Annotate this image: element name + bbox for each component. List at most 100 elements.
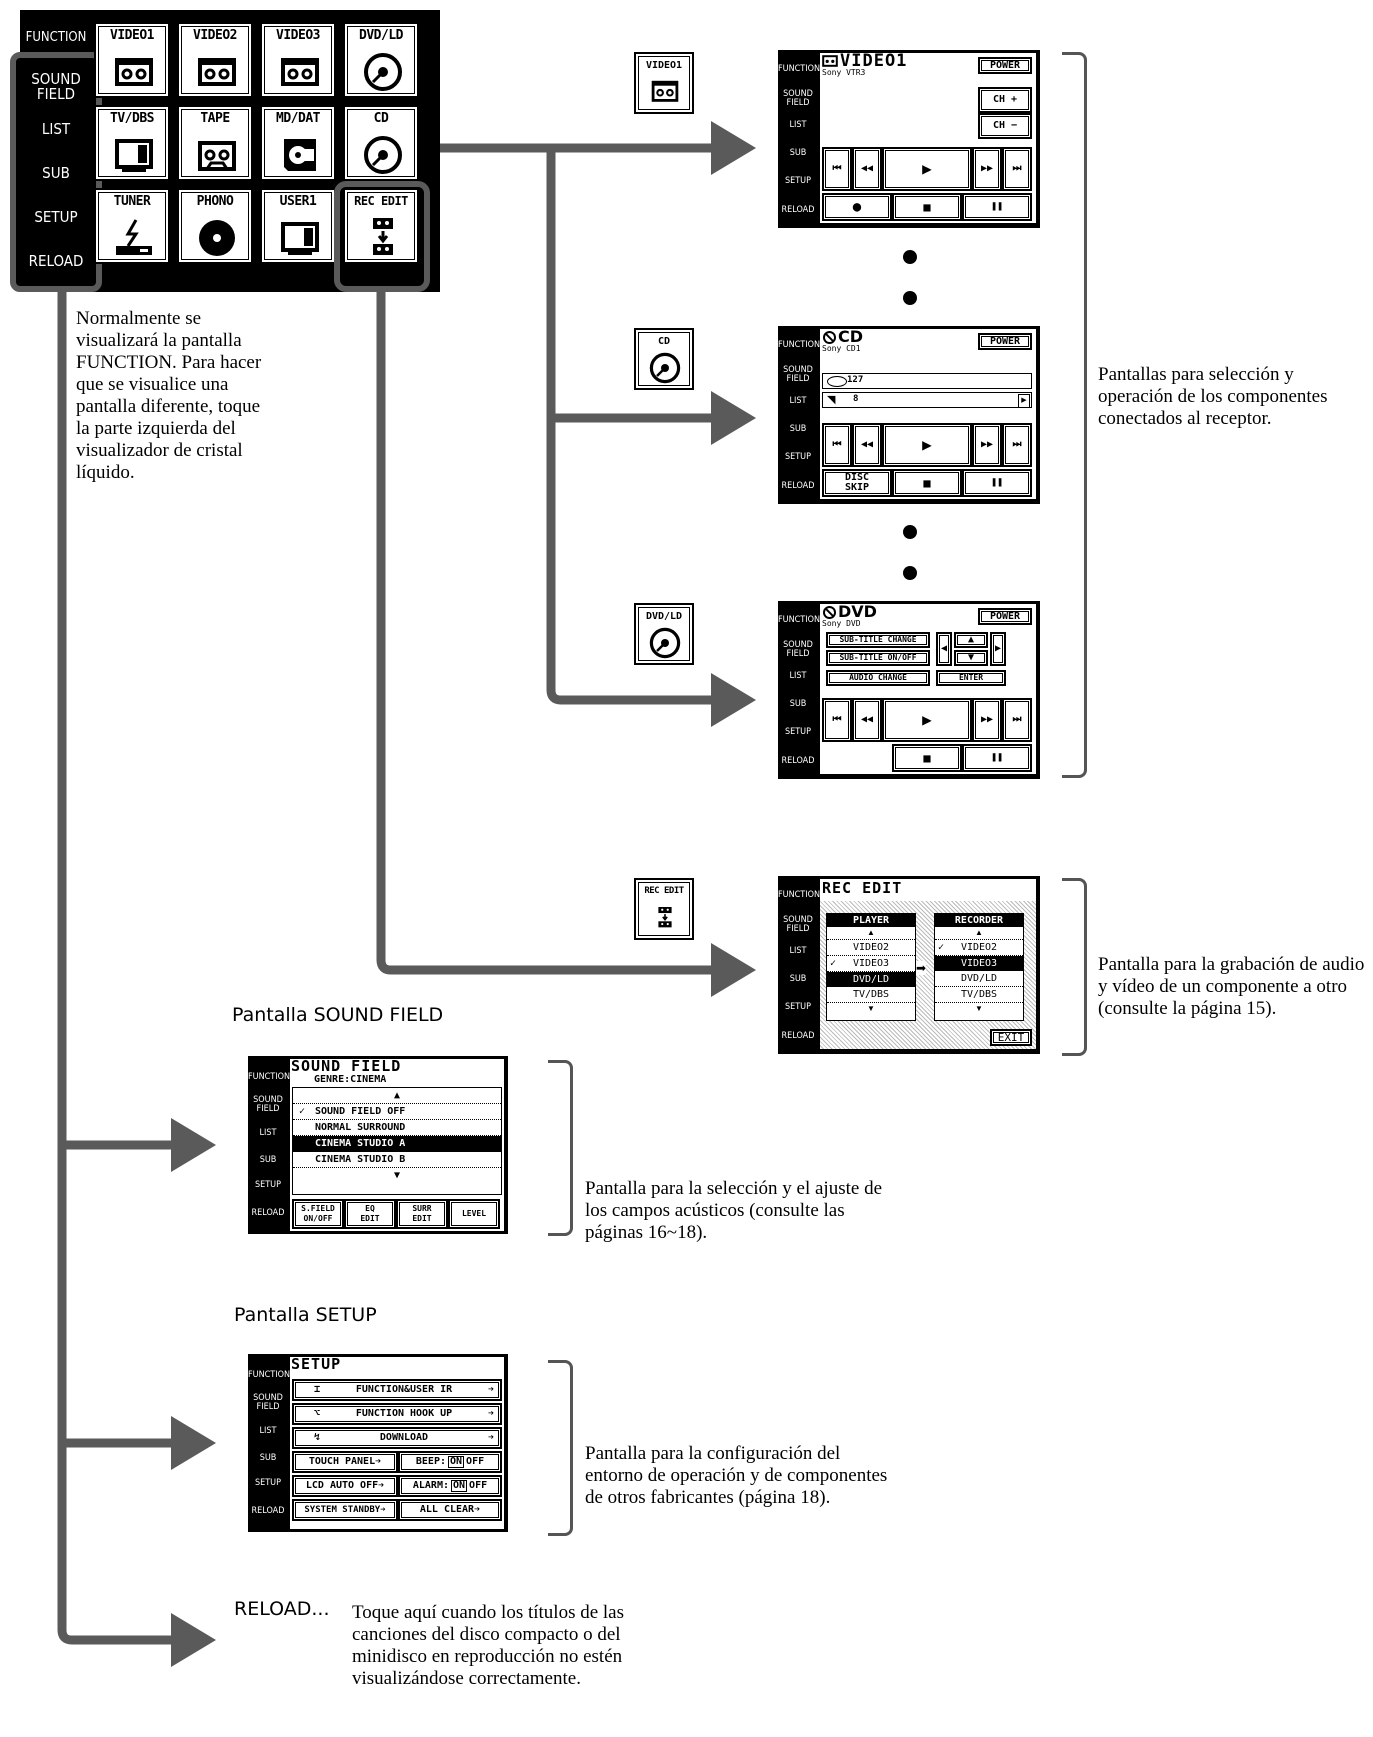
left-arrow-button[interactable]: ◀ [936,632,952,666]
alarm-on-option[interactable]: ON [451,1480,468,1492]
touch-panel-button[interactable]: TOUCH PANEL➔ [292,1451,398,1473]
lcd-side-sound-field[interactable]: SOUND FIELD [783,915,813,934]
ch-down-button[interactable]: CH − [978,113,1032,139]
lcd-side-reload[interactable]: RELOAD [781,481,815,491]
rewind-button[interactable]: ◀◀ [852,147,882,191]
recorder-scroll-down-icon[interactable]: ▼ [975,1004,983,1013]
lcd-side-reload[interactable]: RELOAD [251,1208,285,1218]
eq-edit-button[interactable]: EQ EDIT [344,1199,396,1229]
power-button[interactable]: POWER [978,57,1032,74]
play-button[interactable]: ▶ [882,147,972,191]
tile-phono[interactable]: PHONO [177,188,253,264]
lcd-side-reload[interactable]: RELOAD [781,1031,815,1041]
stop-button[interactable]: ■ [892,193,962,221]
tile-video1[interactable]: VIDEO1 [94,22,170,98]
lcd-side-function[interactable]: FUNCTION [778,340,821,350]
next-track-button[interactable]: ⏭ [1002,147,1032,191]
audio-change-button[interactable]: AUDIO CHANGE [826,670,930,686]
lcd-side-sub[interactable]: SUB [789,699,807,709]
prev-track-button[interactable]: ⏮ [822,423,852,467]
lcd-side-sound-field[interactable]: SOUND FIELD [783,365,813,384]
lcd-side-list[interactable]: LIST [259,1426,277,1436]
player-scroll-up-icon[interactable]: ▲ [827,927,915,940]
stop-button[interactable]: ■ [892,744,962,772]
fast-forward-button[interactable]: ▶▶ [972,698,1002,742]
ch-up-button[interactable]: CH + [978,87,1032,113]
lcd-side-list[interactable]: LIST [789,396,807,406]
lcd-side-sub[interactable]: SUB [259,1453,277,1463]
exit-button[interactable]: EXIT [990,1029,1032,1046]
prev-track-button[interactable]: ⏮ [822,698,852,742]
tile-user1[interactable]: USER1 [260,188,336,264]
up-arrow-button[interactable]: ▲ [954,632,988,648]
lcd-side-sound-field[interactable]: SOUND FIELD [783,89,813,108]
lcd-side-sub[interactable]: SUB [789,148,807,158]
lcd-side-sub[interactable]: SUB [789,424,807,434]
play-button[interactable]: ▶ [882,698,972,742]
side-menu-list[interactable]: LIST [41,120,71,138]
recorder-item-video2[interactable]: ✓VIDEO2 [935,940,1023,956]
player-item-dvd-ld[interactable]: DVD/LD [827,972,915,987]
lcd-side-setup[interactable]: SETUP [254,1180,281,1190]
all-clear-button[interactable]: ALL CLEAR➔ [398,1499,502,1521]
recorder-scroll-up-icon[interactable]: ▲ [935,927,1023,940]
pause-button[interactable]: ❚❚ [962,469,1032,497]
download-button[interactable]: ↯DOWNLOAD➔ [292,1427,502,1449]
lcd-auto-off-button[interactable]: LCD AUTO OFF➔ [292,1475,398,1497]
system-standby-button[interactable]: SYSTEM STANDBY➔ [292,1499,398,1521]
lcd-side-function[interactable]: FUNCTION [778,890,821,900]
pause-button[interactable]: ❚❚ [962,744,1032,772]
side-menu-setup[interactable]: SETUP [34,208,78,226]
lcd-side-function[interactable]: FUNCTION [778,64,821,74]
lcd-side-function[interactable]: FUNCTION [248,1072,291,1082]
power-button[interactable]: POWER [978,608,1032,625]
alarm-off-option[interactable]: OFF [469,1480,488,1491]
lcd-side-list[interactable]: LIST [789,120,807,130]
recorder-list[interactable]: RECORDER ▲ ✓VIDEO2 VIDEO3 DVD/LD TV/DBS … [934,913,1024,1021]
player-item-tv-dbs[interactable]: TV/DBS [827,987,915,1003]
record-button[interactable]: ● [822,193,892,221]
scroll-down-icon[interactable]: ▼ [393,1170,401,1181]
lcd-side-sound-field[interactable]: SOUND FIELD [253,1095,283,1114]
lcd-side-setup[interactable]: SETUP [784,176,811,186]
sound-field-item-selected[interactable]: CINEMA STUDIO A [293,1136,501,1152]
sound-field-item[interactable]: NORMAL SURROUND [293,1120,501,1136]
fast-forward-button[interactable]: ▶▶ [972,423,1002,467]
next-track-button[interactable]: ⏭ [1002,698,1032,742]
tile-dvd-ld[interactable]: DVD/LD [343,22,419,98]
rewind-button[interactable]: ◀◀ [852,423,882,467]
fast-forward-button[interactable]: ▶▶ [972,147,1002,191]
lcd-side-sound-field[interactable]: SOUND FIELD [253,1393,283,1412]
lcd-side-list[interactable]: LIST [789,671,807,681]
tile-tv-dbs[interactable]: TV/DBS [94,105,170,181]
tile-tuner[interactable]: TUNER [94,188,170,264]
recorder-item-tv-dbs[interactable]: TV/DBS [935,987,1023,1003]
sound-field-item[interactable]: ✓SOUND FIELD OFF [293,1104,501,1120]
disc-skip-button[interactable]: DISC SKIP [822,469,892,497]
beep-on-option[interactable]: ON [448,1456,465,1468]
player-list[interactable]: PLAYER ▲ VIDEO2 ✓VIDEO3 DVD/LD TV/DBS ▼ [826,913,916,1021]
tile-cd[interactable]: CD [343,105,419,181]
subtitle-change-button[interactable]: SUB-TITLE CHANGE [826,632,930,648]
lcd-side-setup[interactable]: SETUP [784,452,811,462]
subtitle-onoff-button[interactable]: SUB-TITLE ON/OFF [826,650,930,666]
lcd-side-setup[interactable]: SETUP [254,1478,281,1488]
lcd-side-setup[interactable]: SETUP [784,1002,811,1012]
tile-md-dat[interactable]: MD/DAT [260,105,336,181]
lcd-side-list[interactable]: LIST [259,1128,277,1138]
lcd-side-setup[interactable]: SETUP [784,727,811,737]
beep-off-option[interactable]: OFF [466,1456,485,1467]
sound-field-list[interactable]: ▲ ✓SOUND FIELD OFF NORMAL SURROUND CINEM… [292,1087,502,1195]
lcd-side-function[interactable]: FUNCTION [778,615,821,625]
lcd-side-reload[interactable]: RELOAD [251,1506,285,1516]
prev-track-button[interactable]: ⏮ [822,147,852,191]
pause-button[interactable]: ❚❚ [962,193,1032,221]
lcd-side-function[interactable]: FUNCTION [248,1370,291,1380]
rewind-button[interactable]: ◀◀ [852,698,882,742]
next-track-button[interactable]: ⏭ [1002,423,1032,467]
right-arrow-button[interactable]: ▶ [990,632,1006,666]
side-menu-sub[interactable]: SUB [42,164,70,182]
tile-rec-edit[interactable]: REC EDIT [343,188,419,264]
play-button[interactable]: ▶ [882,423,972,467]
level-button[interactable]: LEVEL [448,1199,500,1229]
